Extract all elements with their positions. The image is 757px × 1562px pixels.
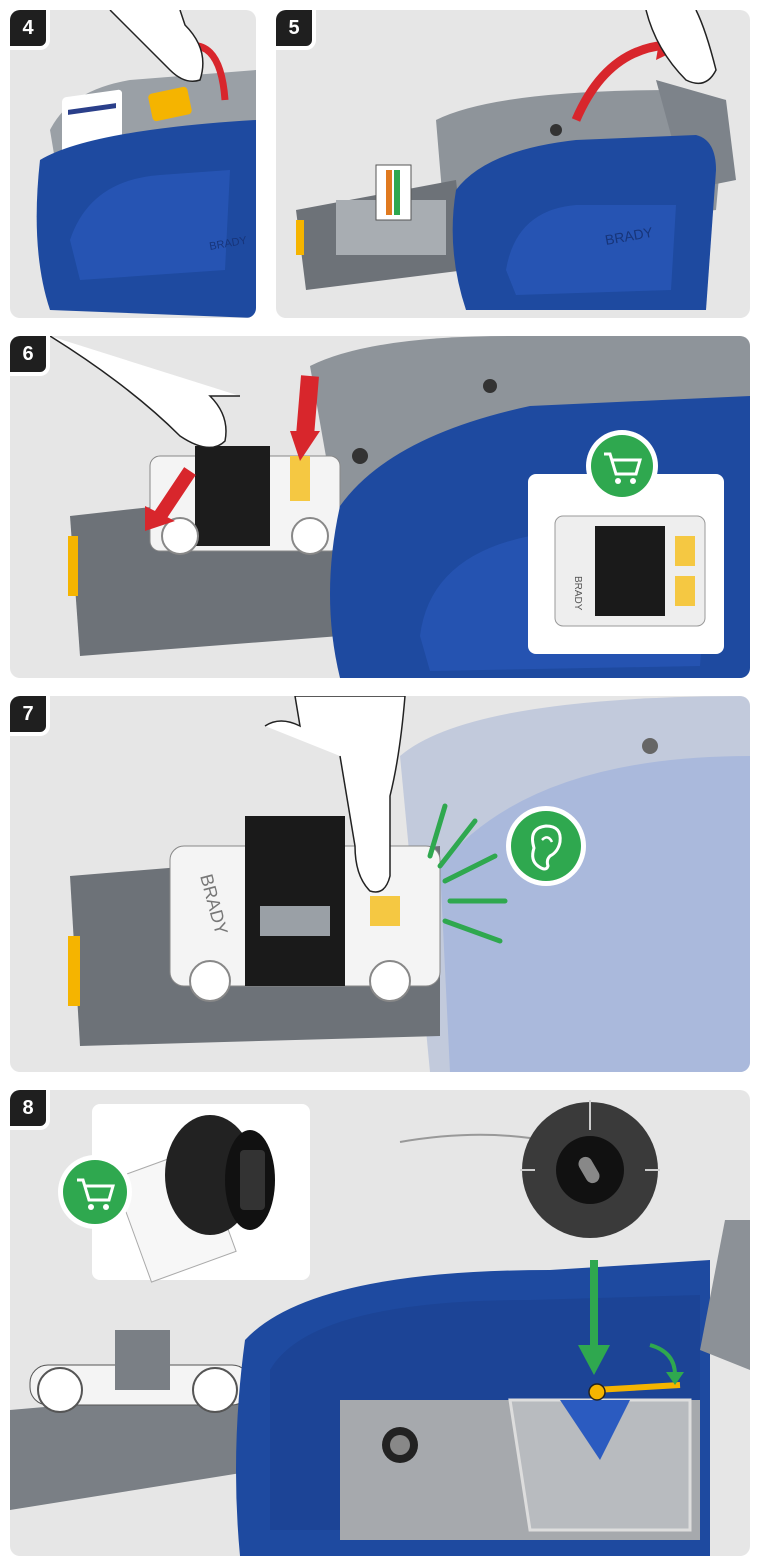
step-5-number: 5 bbox=[276, 10, 316, 50]
shopping-cart-icon bbox=[586, 430, 658, 502]
step-4-illustration: BRADY bbox=[36, 10, 256, 318]
step-8-illustration bbox=[10, 1100, 750, 1556]
brand-label-6: BRADY bbox=[572, 576, 583, 611]
step-4-number: 4 bbox=[10, 10, 50, 50]
step-6-panel: 6 BRADY bbox=[10, 336, 750, 678]
step-5-illustration: BRADY bbox=[296, 10, 736, 310]
step-5-panel: 5 BRADY bbox=[276, 10, 750, 318]
step-7-panel: 7 BRADY bbox=[10, 696, 750, 1072]
step-8-panel: 8 bbox=[10, 1090, 750, 1556]
step-6-illustration: BRADY bbox=[49, 336, 750, 678]
step-6-number: 6 bbox=[10, 336, 50, 376]
step-4-panel: 4 BRADY bbox=[10, 10, 256, 318]
step-7-illustration: BRADY bbox=[68, 696, 750, 1072]
step-7-number: 7 bbox=[10, 696, 50, 736]
ear-icon bbox=[506, 806, 586, 886]
step-8-number: 8 bbox=[10, 1090, 50, 1130]
shopping-cart-icon-8 bbox=[58, 1155, 132, 1229]
